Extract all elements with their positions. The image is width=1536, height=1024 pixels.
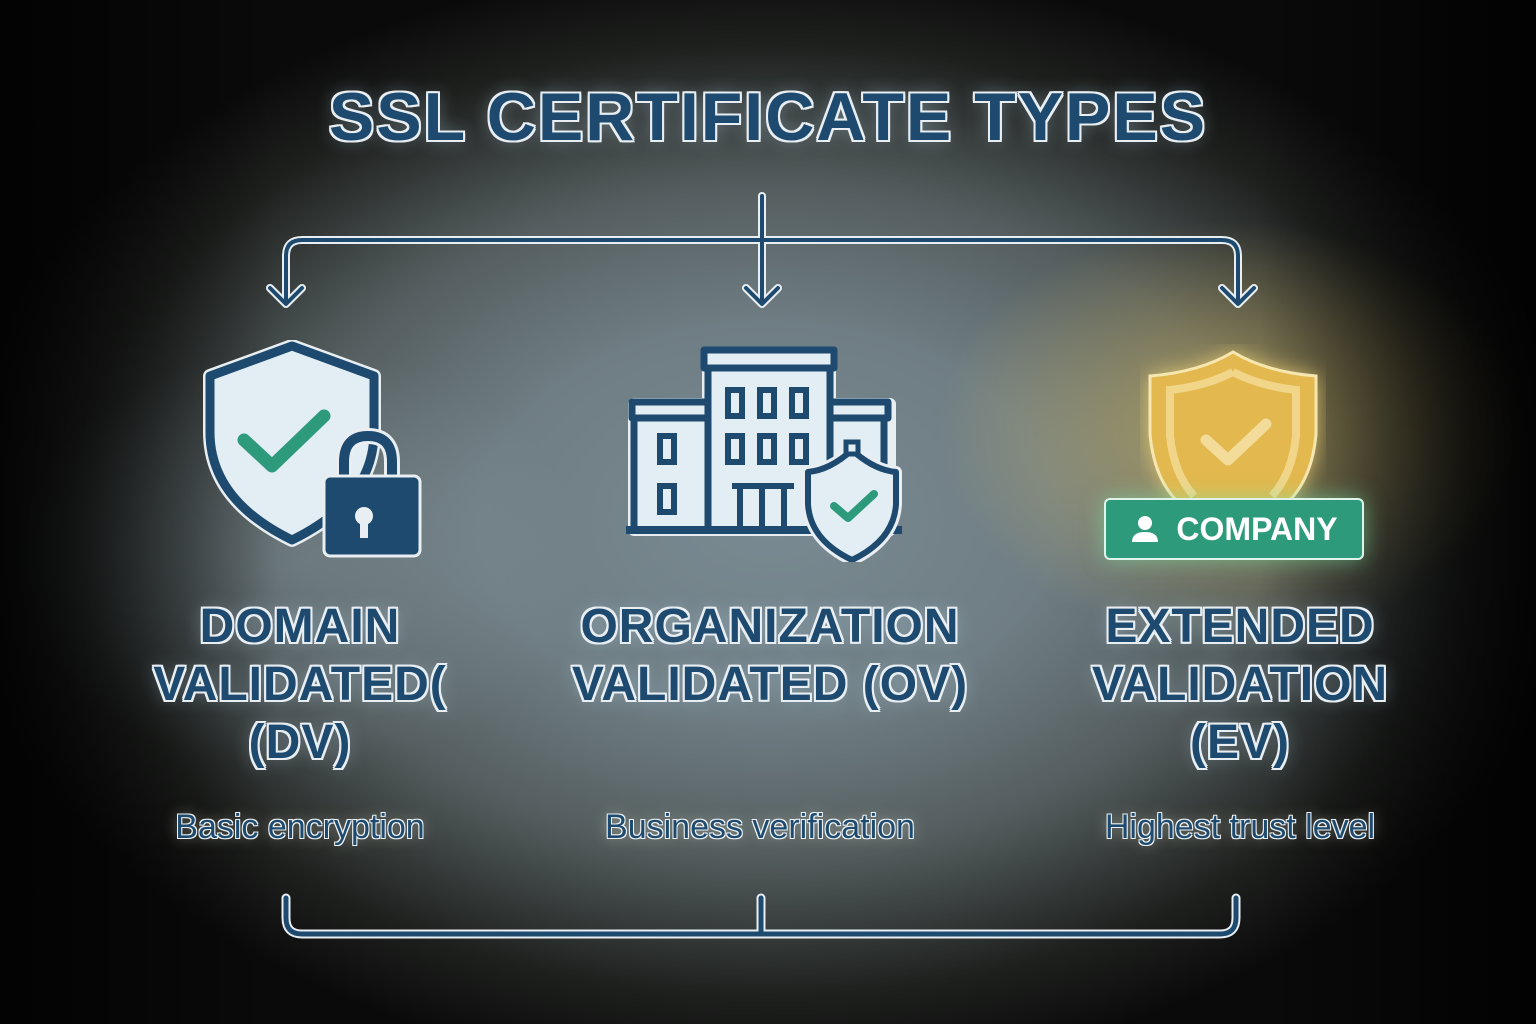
ev-subtitle: Highest trust level	[1104, 808, 1376, 846]
ev-title-line-2: VALIDATION	[1091, 658, 1389, 711]
column-ev-sub: Highest trust level	[1050, 0, 1430, 1024]
check-icon	[1200, 418, 1272, 466]
user-icon	[1132, 516, 1159, 542]
check-icon	[237, 409, 331, 473]
ov-title-line-2: VALIDATED (OV)	[571, 658, 969, 711]
arrow-down-icon-ev	[1220, 286, 1256, 306]
building-with-shield-icon	[626, 346, 902, 562]
company-badge-label: COMPANY	[1176, 510, 1338, 547]
ev-title-line-1: EXTENDED	[1105, 600, 1375, 653]
column-dv: DOMAIN VALIDATED( (DV)	[110, 598, 490, 772]
arrow-down-icon-ov	[744, 286, 780, 306]
ov-subtitle: Business verification	[605, 808, 915, 846]
padlock-icon	[322, 427, 422, 558]
shield-check-with-padlock-icon	[203, 340, 422, 558]
ov-title-line-1: ORGANIZATION	[580, 600, 960, 653]
ev-title-line-3: (EV)	[1190, 716, 1290, 769]
dv-title-line-3: (DV)	[248, 716, 352, 769]
company-badge: COMPANY	[1104, 498, 1364, 560]
check-icon	[830, 490, 878, 522]
column-ov-sub: Business verification	[520, 0, 1000, 1024]
column-ev: EXTENDED VALIDATION (EV)	[1050, 598, 1430, 772]
column-ov: ORGANIZATION VALIDATED (OV)	[520, 598, 1020, 714]
branch-line	[284, 238, 1240, 302]
shield-icon	[802, 439, 902, 562]
arrow-down-icon-dv	[268, 286, 304, 306]
dv-subtitle: Basic encryption	[175, 808, 425, 846]
gold-shield-check-icon	[1148, 350, 1318, 504]
column-dv-sub: Basic encryption	[110, 0, 490, 1024]
dv-title-line-1: DOMAIN	[199, 600, 401, 653]
page-title: SSL CERTIFICATE TYPES	[328, 79, 1208, 155]
dv-title-line-2: VALIDATED(	[153, 658, 447, 711]
